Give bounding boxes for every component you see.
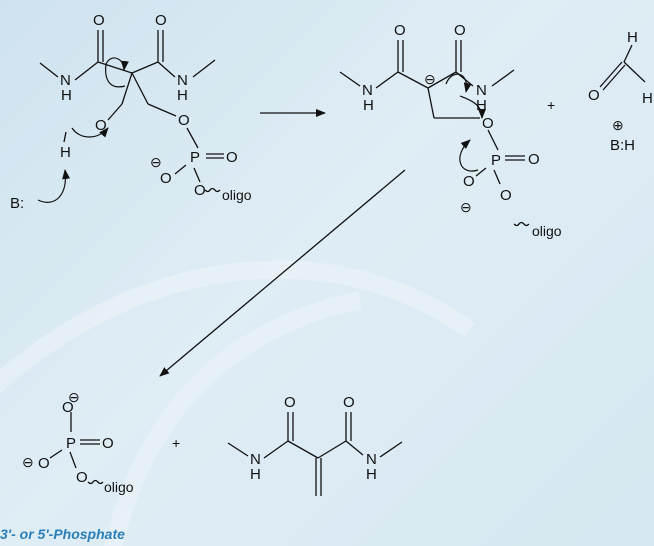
negative-charge: ⊖ — [460, 199, 472, 215]
atom-O: O — [38, 455, 50, 472]
atom-O: O — [62, 399, 74, 416]
negative-charge: ⊖ — [150, 154, 162, 170]
background-swirls — [0, 260, 476, 546]
product-caption: 3'- or 5'-Phosphate — [0, 526, 125, 542]
atom-H: H — [627, 29, 638, 46]
atom-O: O — [284, 394, 296, 411]
atom-N: N — [366, 451, 377, 468]
atom-N: N — [177, 72, 188, 89]
atom-O: O — [500, 187, 512, 204]
atom-H: H — [642, 90, 653, 107]
reaction-arrow-diagonal — [159, 169, 406, 377]
electron-arrows-1 — [37, 57, 129, 203]
oligo-label: oligo — [532, 223, 562, 239]
negative-charge: ⊖ — [424, 71, 436, 87]
atom-O: O — [463, 173, 475, 190]
atom-H: H — [60, 144, 71, 161]
protonated-base-label: B:H — [610, 137, 635, 154]
molecule-methylene-malonamide — [227, 412, 403, 496]
atom-O: O — [95, 117, 107, 134]
atom-O: O — [588, 87, 600, 104]
atom-O: O — [194, 182, 206, 199]
atom-O: O — [76, 469, 88, 486]
molecule-abasic-phosphate-labels: O O N H N H O H O P O O ⊖ O oligo B: — [10, 12, 252, 212]
atom-O: O — [454, 22, 466, 39]
atom-N: N — [60, 72, 71, 89]
base-label: B: — [10, 195, 24, 212]
molecule-oligo-phosphate-labels: O ⊖ P O O ⊖ O oligo — [22, 389, 134, 495]
oligo-label: oligo — [222, 187, 252, 203]
negative-charge: ⊖ — [22, 454, 34, 470]
atom-O: O — [160, 170, 172, 187]
negative-charge: ⊖ — [68, 389, 80, 405]
atom-O: O — [482, 115, 494, 132]
atom-O: O — [528, 151, 540, 168]
atom-N: N — [362, 82, 373, 99]
atom-O: O — [155, 12, 167, 29]
oligo-label: oligo — [104, 479, 134, 495]
atom-O: O — [343, 394, 355, 411]
molecule-abasic-phosphate — [39, 30, 224, 193]
positive-charge: ⊕ — [612, 117, 624, 133]
atom-P: P — [66, 435, 76, 452]
atom-H: H — [366, 466, 377, 483]
atom-O: O — [93, 12, 105, 29]
molecule-carbanion-labels: O O N H N H ⊖ O P O O ⊖ O oligo + H O H … — [362, 22, 653, 239]
atom-H: H — [476, 97, 487, 114]
molecule-carbanion-intermediate — [339, 40, 646, 227]
atom-O: O — [178, 112, 190, 129]
molecule-oligo-phosphate — [49, 412, 104, 485]
atom-H: H — [61, 87, 72, 104]
atom-O: O — [394, 22, 406, 39]
atom-P: P — [190, 149, 200, 166]
atom-O: O — [102, 435, 114, 452]
atom-N: N — [476, 82, 487, 99]
molecule-methylene-malonamide-labels: O O N H N H — [250, 394, 377, 483]
atom-P: P — [491, 152, 501, 169]
atom-H: H — [363, 97, 374, 114]
atom-H: H — [250, 466, 261, 483]
plus-sign: + — [172, 435, 180, 451]
atom-N: N — [250, 451, 261, 468]
atom-O: O — [226, 149, 238, 166]
plus-sign: + — [547, 97, 555, 113]
electron-arrows-2 — [445, 73, 486, 172]
atom-H: H — [177, 87, 188, 104]
